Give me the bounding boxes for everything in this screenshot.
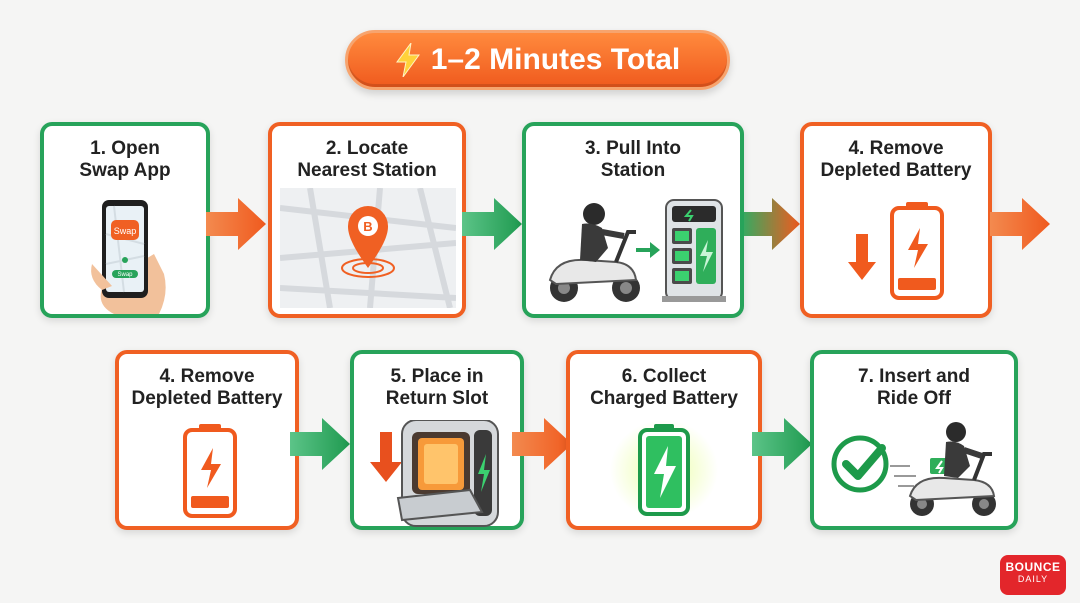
svg-text:Swap: Swap — [117, 272, 133, 278]
lightning-bolt-icon — [395, 43, 420, 77]
svg-text:B: B — [363, 219, 372, 234]
checkmark-scooter-icon — [831, 422, 996, 516]
depleted-battery-icon — [183, 424, 237, 518]
charged-battery-icon — [610, 420, 718, 520]
flow-arrow — [206, 198, 266, 250]
flow-arrow — [462, 198, 522, 250]
brand-line-1: BOUNCE — [1005, 560, 1061, 574]
flow-arrow — [990, 198, 1050, 250]
brand-logo: BOUNCE DAILY — [1000, 555, 1066, 595]
scooter-at-station-icon — [548, 199, 726, 302]
title-text: 1–2 Minutes Total — [430, 43, 681, 76]
flow-arrow — [752, 418, 812, 470]
flow-arrow — [290, 418, 350, 470]
phone-in-hand-icon: Swap Swap — [91, 200, 166, 314]
title-banner: 1–2 Minutes Total — [345, 30, 730, 90]
map-pin-icon: B — [280, 188, 456, 308]
flow-arrow — [512, 418, 572, 470]
depleted-battery-icon — [848, 202, 944, 300]
svg-text:Swap: Swap — [114, 226, 137, 236]
flow-arrow — [744, 198, 800, 250]
return-slot-icon — [370, 420, 499, 527]
brand-line-2: DAILY — [1017, 574, 1049, 584]
